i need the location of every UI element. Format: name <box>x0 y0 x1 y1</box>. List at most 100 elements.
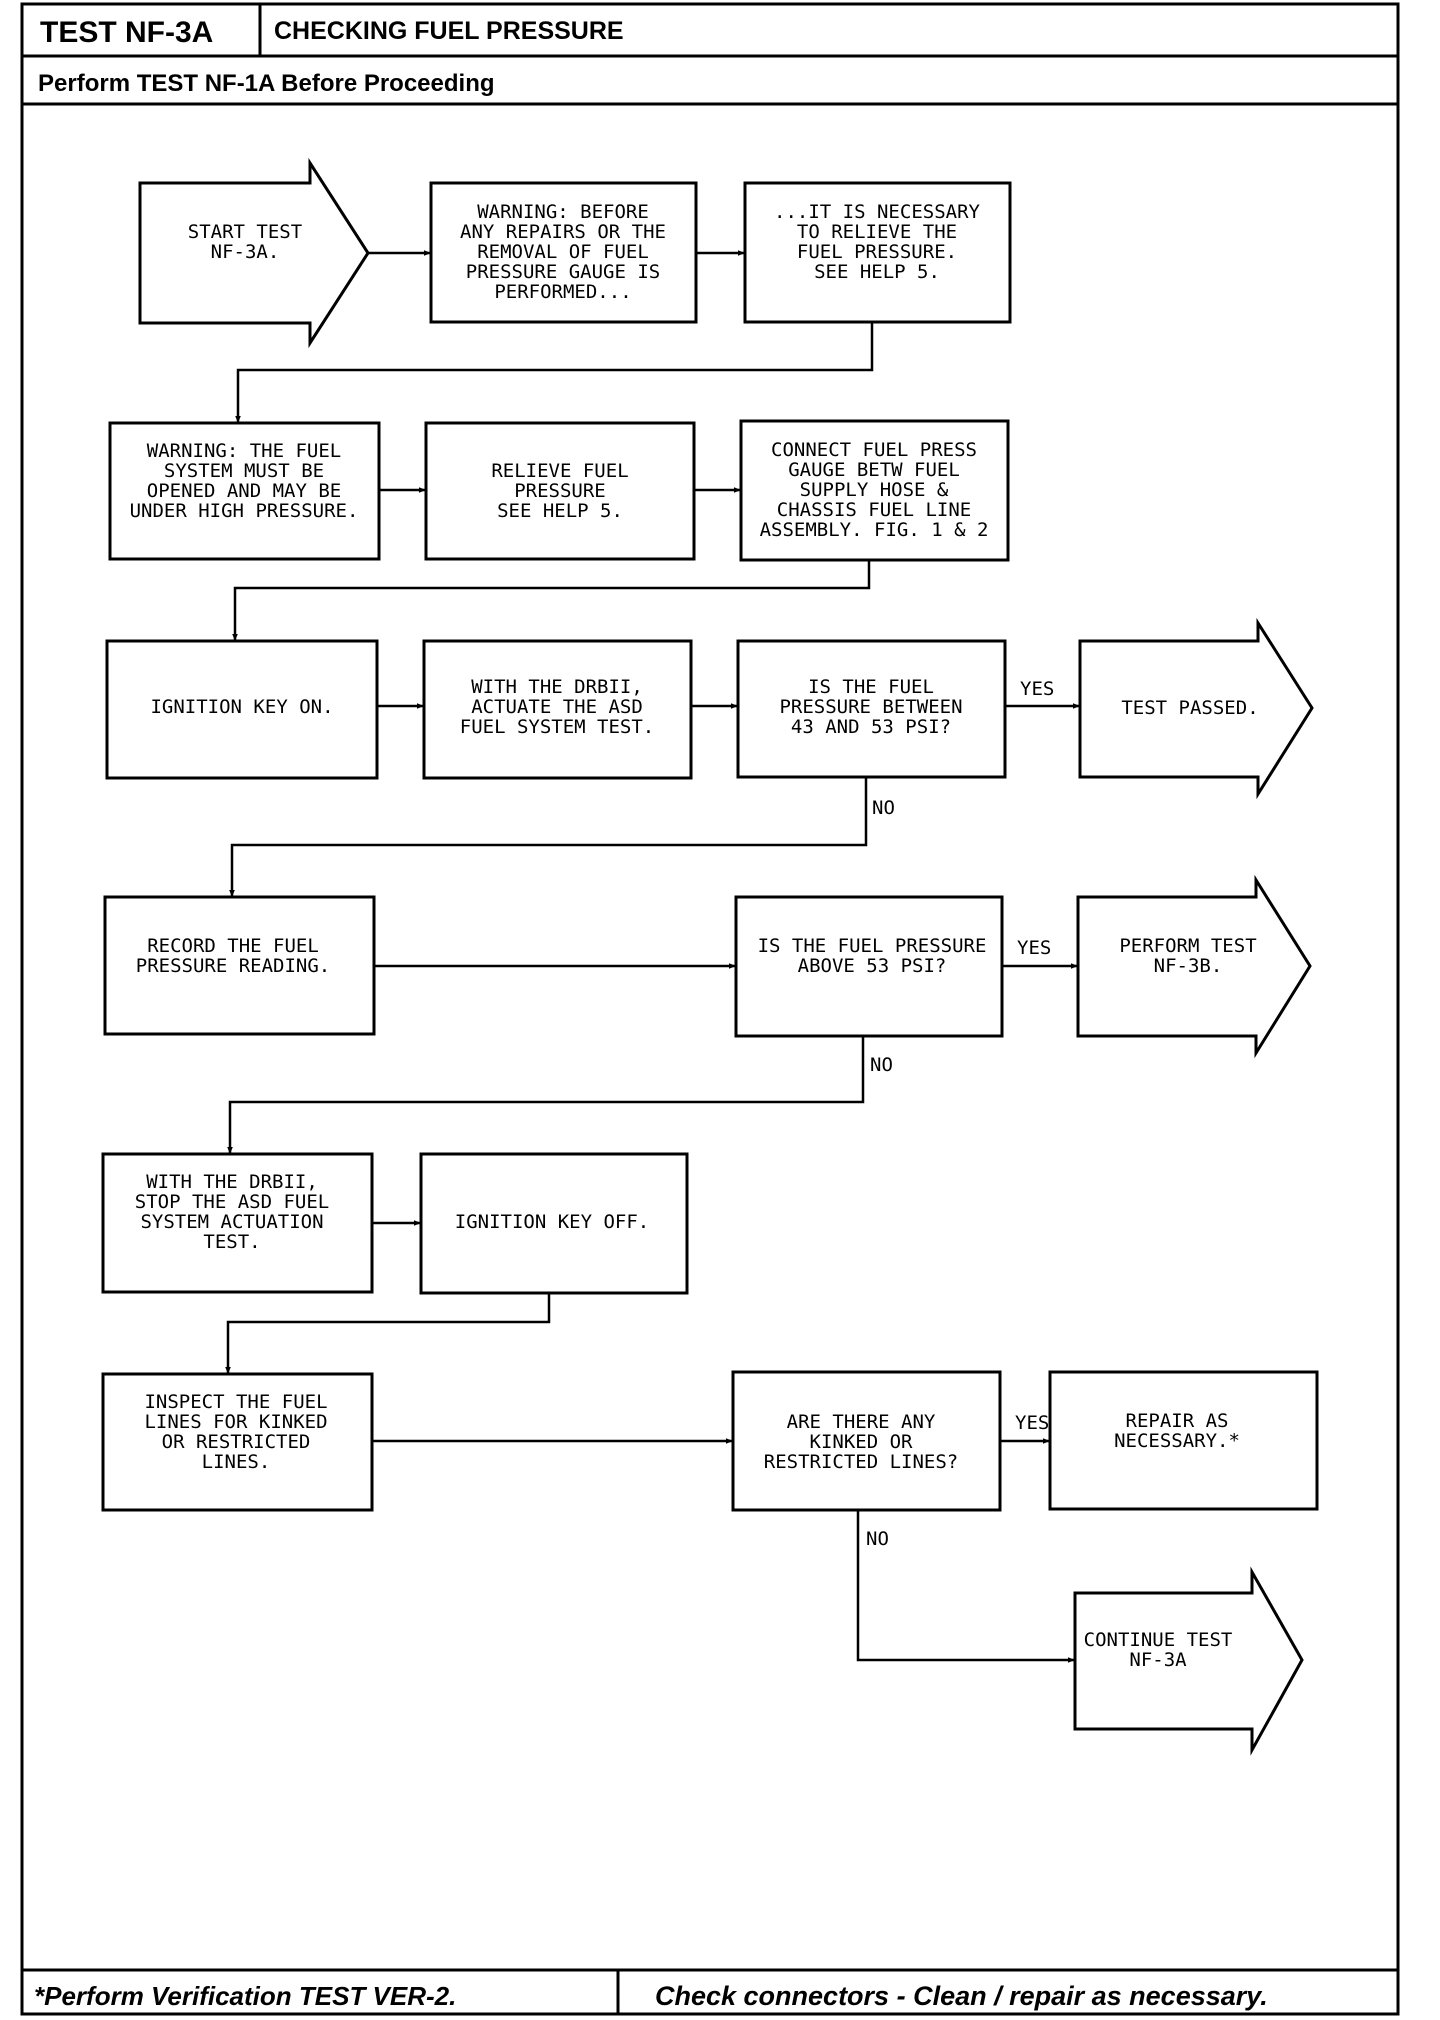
arrow-necessary-to-warning2 <box>235 322 874 423</box>
repair-necessary-box <box>1048 1370 1319 1511</box>
node-line: OR RESTRICTED <box>162 1431 311 1453</box>
node-line: KINKED OR <box>810 1431 914 1453</box>
test-title: CHECKING FUEL PRESSURE <box>274 17 624 45</box>
node-line: INSPECT THE FUEL <box>144 1391 327 1413</box>
arrow-above-no <box>227 1036 865 1154</box>
ignition-off-text: IGNITION KEY OFF. <box>455 1211 649 1233</box>
test-id-label: TEST NF-3A <box>40 16 213 49</box>
node-line: PERFORM TEST <box>1119 935 1256 957</box>
node-line: FUEL PRESSURE. <box>797 241 957 263</box>
test-passed-text: TEST PASSED. <box>1121 697 1258 719</box>
node-line: CONNECT FUEL PRESS <box>771 439 977 461</box>
node-line: TEST. <box>203 1231 260 1253</box>
node-line: PRESSURE GAUGE IS <box>466 261 660 283</box>
node-line: REMOVAL OF FUEL <box>477 241 649 263</box>
ignition-on-box <box>105 639 379 780</box>
start-test-pentagon <box>138 157 370 349</box>
connect-gauge-box <box>739 419 1010 562</box>
footer-verification-note: *Perform Verification TEST VER-2. <box>34 1981 456 2011</box>
no-label-kinked: NO <box>866 1528 889 1550</box>
record-reading-box <box>103 895 376 1036</box>
node-line: IS THE FUEL PRESSURE <box>758 935 987 957</box>
yes-label-above: YES <box>1017 937 1051 959</box>
node-line: ARE THERE ANY <box>787 1411 936 1433</box>
node-line: OPENED AND MAY BE <box>147 480 341 502</box>
node-line: RELIEVE FUEL <box>491 460 628 482</box>
relieve-fuel-box <box>424 421 696 561</box>
arrow-key-off-to-inspect <box>225 1293 551 1374</box>
node-line: GAUGE BETW FUEL <box>788 459 960 481</box>
node-line: LINES FOR KINKED <box>144 1411 327 1433</box>
relieve-necessary-box <box>743 181 1012 324</box>
node-line: SEE HELP 5. <box>814 261 940 283</box>
node-line: ABOVE 53 PSI? <box>798 955 947 977</box>
warning-repairs-box <box>429 181 698 324</box>
node-line: FUEL SYSTEM TEST. <box>460 716 654 738</box>
node-line: TEST PASSED. <box>1121 697 1258 719</box>
node-line: START TEST <box>188 221 302 243</box>
node-line: ACTUATE THE ASD <box>471 696 643 718</box>
node-line: REPAIR AS <box>1126 1410 1229 1432</box>
no-label-above: NO <box>870 1054 893 1076</box>
node-line: PRESSURE READING. <box>136 955 330 977</box>
node-line: STOP THE ASD FUEL <box>135 1191 329 1213</box>
node-line: NF-3A. <box>211 241 280 263</box>
node-line: IGNITION KEY OFF. <box>455 1211 649 1233</box>
node-line: PRESSURE <box>514 480 606 502</box>
node-line: IS THE FUEL <box>808 676 934 698</box>
node-line: WITH THE DRBII, <box>146 1171 318 1193</box>
pressure-above-decision <box>734 895 1004 1038</box>
node-line: SYSTEM ACTUATION <box>140 1211 323 1233</box>
node-line: SEE HELP 5. <box>497 500 623 522</box>
stop-actuation-box <box>101 1152 374 1294</box>
node-line: NF-3A <box>1129 1649 1187 1671</box>
arrow-between-no <box>229 777 868 897</box>
node-line: CONTINUE TEST <box>1084 1629 1233 1651</box>
footer-connector-instruction: Check connectors - Clean / repair as nec… <box>655 1981 1268 2011</box>
node-line: SYSTEM MUST BE <box>164 460 324 482</box>
arrow-connect-to-key-on <box>232 560 871 641</box>
node-line: PRESSURE BETWEEN <box>779 696 962 718</box>
arrow-kinked-no <box>856 1510 1075 1663</box>
node-line: WARNING: THE FUEL <box>147 440 341 462</box>
node-line: ANY REPAIRS OR THE <box>460 221 666 243</box>
warning-high-pressure-box <box>108 421 381 561</box>
node-line: WARNING: BEFORE <box>477 201 649 223</box>
ignition-off-box <box>419 1152 689 1295</box>
node-line: 43 AND 53 PSI? <box>791 716 951 738</box>
connectors <box>225 250 1080 1663</box>
node-line: LINES. <box>202 1451 271 1473</box>
prerequisite-note: Perform TEST NF-1A Before Proceeding <box>38 70 495 97</box>
node-line: NF-3B. <box>1154 955 1223 977</box>
yes-label-between: YES <box>1020 678 1054 700</box>
branch-labels: YES NO YES NO YES NO <box>866 678 1054 1550</box>
node-line: WITH THE DRBII, <box>471 676 643 698</box>
node-line: UNDER HIGH PRESSURE. <box>130 500 359 522</box>
node-line: RECORD THE FUEL <box>147 935 319 957</box>
actuate-asd-box <box>422 639 693 780</box>
continue-test-pentagon <box>1073 1566 1304 1756</box>
node-shapes <box>101 157 1319 1756</box>
no-label-between: NO <box>872 797 895 819</box>
node-line: PERFORMED... <box>494 281 631 303</box>
node-line: CHASSIS FUEL LINE <box>777 499 971 521</box>
node-line: ASSEMBLY. FIG. 1 & 2 <box>760 519 989 541</box>
node-line: NECESSARY.* <box>1114 1430 1240 1452</box>
